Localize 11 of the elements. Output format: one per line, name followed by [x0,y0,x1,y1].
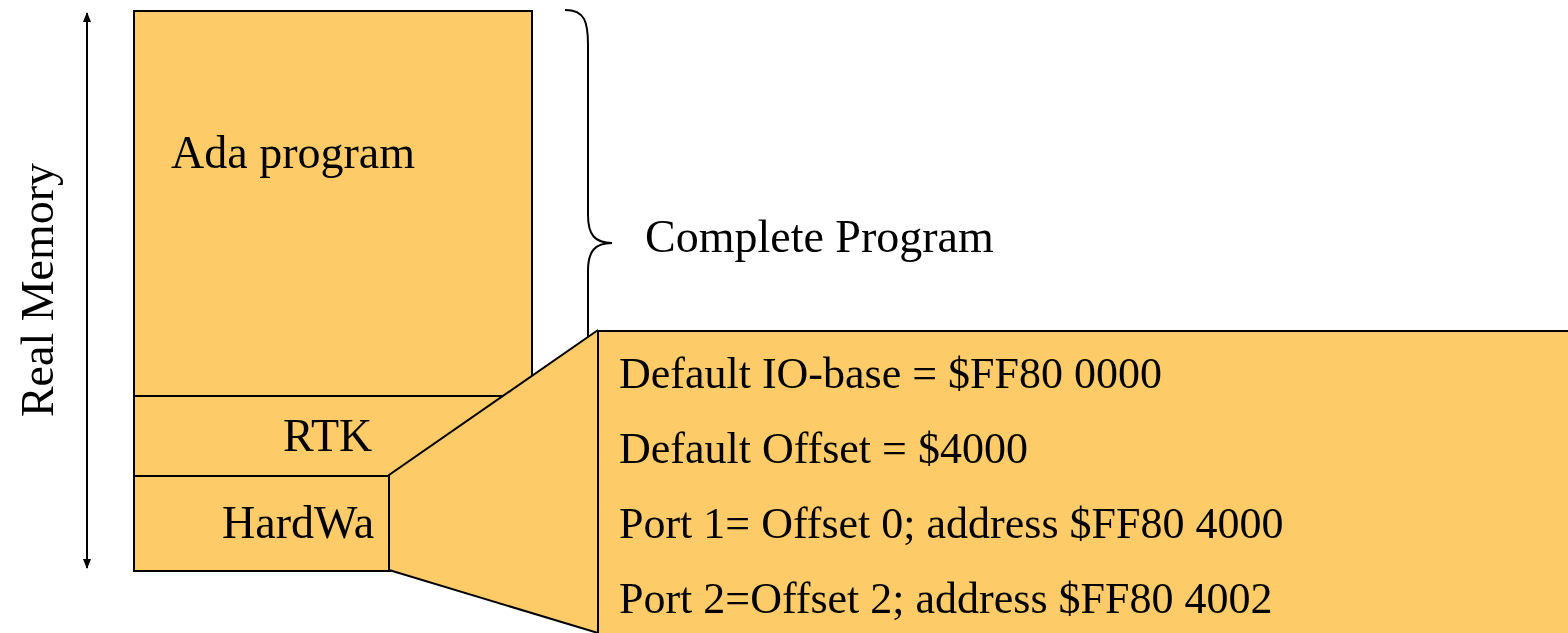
block-label: Ada program [171,128,415,179]
memory-block [133,475,391,572]
memory-block [133,10,533,397]
axis-label: Real Memory [15,162,61,418]
callout-text: Port 1= Offset 0; address $FF80 4000 [619,498,1285,550]
callout-text: Default Offset = $4000 [619,423,1029,475]
callout-text: Default IO-base = $FF80 0000 [619,348,1163,400]
callout-text: Port 2=Offset 2; address $FF80 4002 [619,573,1274,625]
brace-label: Complete Program [645,214,994,260]
block-label: RTK [283,410,373,462]
block-label: HardWa [222,498,375,549]
